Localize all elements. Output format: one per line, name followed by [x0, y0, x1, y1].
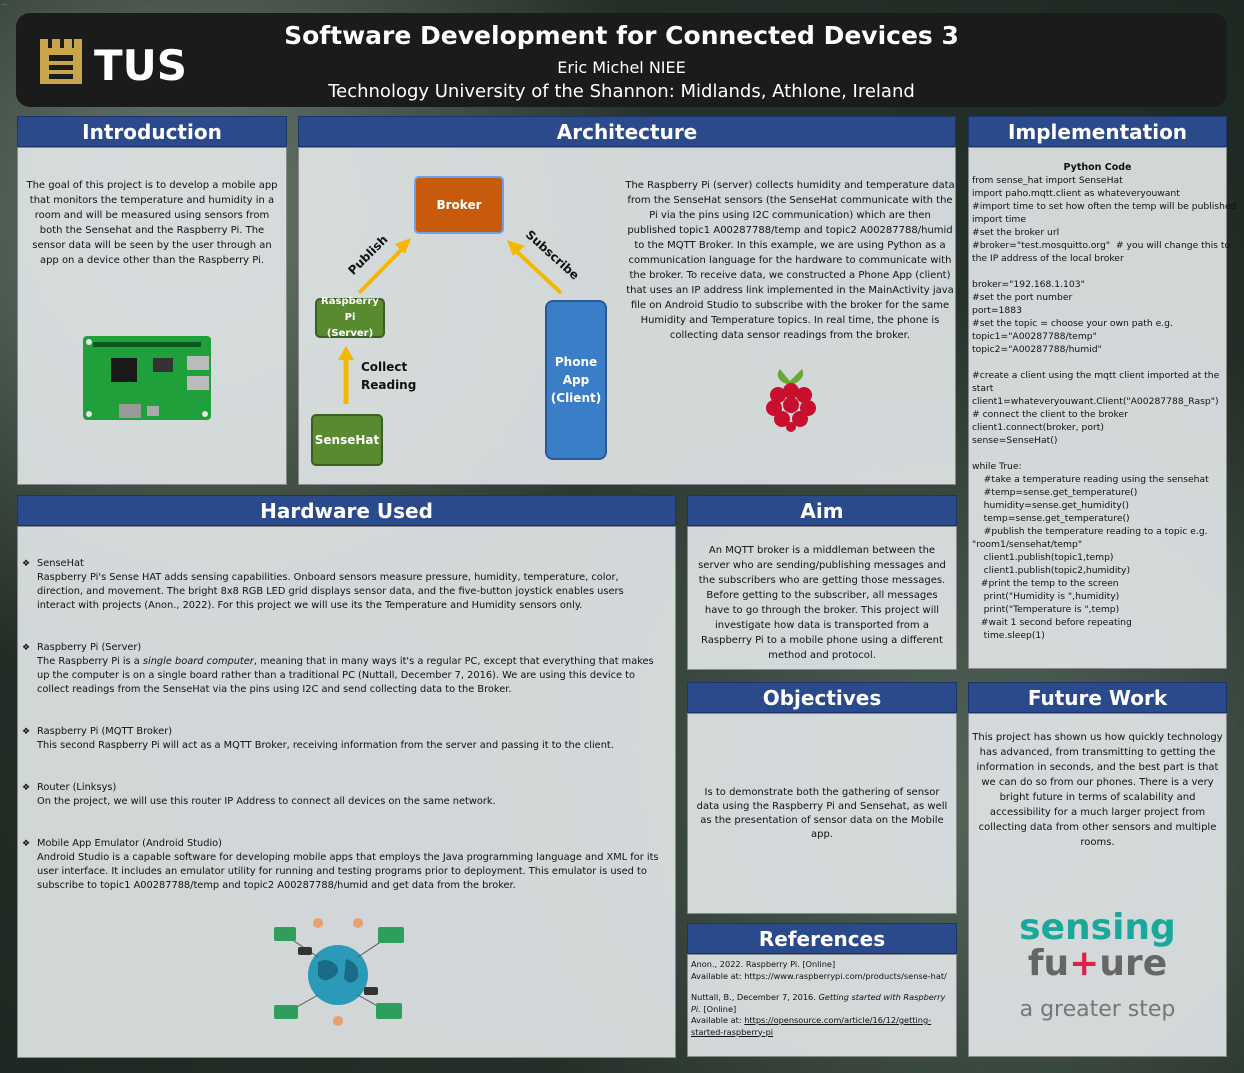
hardware-item-name: Mobile App Emulator (Android Studio) — [37, 838, 222, 849]
future-plus: + — [1069, 943, 1100, 984]
poster-title: Software Development for Connected Devic… — [284, 21, 959, 50]
rpi-server-label-1: Raspberry Pi — [321, 296, 379, 323]
architecture-body: Broker Raspberry Pi (Server) SenseHat Ph… — [298, 147, 956, 485]
phone-label-2: App — [562, 373, 590, 387]
raspberry-pi-logo-icon — [766, 369, 816, 432]
future-work-body: This project has shown us how quickly te… — [968, 713, 1227, 1057]
hardware-item-name: Raspberry Pi (MQTT Broker) — [37, 726, 173, 737]
introduction-heading: Introduction — [17, 116, 287, 147]
reference-2: Nuttall, B., December 7, 2016. Getting s… — [691, 992, 952, 1038]
hardware-item-desc: On the project, we will use this router … — [37, 796, 496, 807]
publish-arrow — [357, 238, 411, 295]
rpi-server-box: Raspberry Pi (Server) — [315, 296, 385, 339]
hardware-item-desc: The Raspberry Pi is a single board compu… — [37, 655, 661, 697]
future-work-panel: Future Work This project has shown us ho… — [968, 682, 1227, 1057]
subscribe-arrow — [507, 240, 563, 295]
sensing-logo-line2: fu+ure — [969, 946, 1226, 982]
hardware-panel: Hardware Used SenseHat Raspberry Pi's Se… — [17, 495, 676, 1058]
references-heading: References — [687, 923, 957, 954]
objectives-heading: Objectives — [687, 682, 957, 713]
tus-logo: TUS — [40, 39, 187, 87]
reference-2-author: Nuttall, B., December 7, 2016. — [691, 992, 819, 1002]
implementation-body: Python Code from sense_hat import SenseH… — [968, 147, 1236, 669]
architecture-panel: Architecture Broker Raspberry Pi (Server… — [298, 116, 956, 485]
future-work-text: This project has shown us how quickly te… — [972, 732, 1223, 848]
reference-2-available-label: Available at: — [691, 1015, 745, 1025]
rpi-server-label-2: (Server) — [326, 328, 374, 339]
references-body: Anon., 2022. Raspberry Pi. [Online] Avai… — [687, 954, 957, 1057]
aim-panel: Aim An MQTT broker is a middleman betwee… — [687, 495, 957, 670]
reference-2-title: Getting started with Raspberry Pi. — [691, 992, 946, 1014]
references-list: Anon., 2022. Raspberry Pi. [Online] Avai… — [691, 959, 952, 1048]
reference-1: Anon., 2022. Raspberry Pi. [Online] Avai… — [691, 959, 952, 982]
future-work-heading: Future Work — [968, 682, 1227, 713]
hardware-item-name: Raspberry Pi (Server) — [37, 642, 142, 653]
poster-header: TUS Software Development for Connected D… — [16, 13, 1227, 107]
sensehat-box: SenseHat — [311, 414, 383, 466]
reference-2-link[interactable]: https://opensource.com/article/16/12/get… — [691, 1015, 932, 1037]
phone-label-3: (Client) — [550, 391, 602, 405]
aim-text: An MQTT broker is a middleman between th… — [698, 545, 946, 661]
collect-arrow — [338, 346, 354, 404]
hardware-desc-emphasis: single board computer — [142, 656, 254, 667]
hardware-item-rpi-server: Raspberry Pi (Server) The Raspberry Pi i… — [22, 641, 661, 697]
hardware-desc-part: , meaning that in many ways it's a regul… — [37, 656, 654, 695]
hardware-desc-part: The Raspberry Pi is a — [37, 656, 143, 667]
implementation-panel: Implementation Python Code from sense_ha… — [968, 116, 1236, 669]
references-panel: References Anon., 2022. Raspberry Pi. [O… — [687, 923, 957, 1057]
sensing-future-logo: sensing fu+ure a greater step — [969, 910, 1226, 1028]
collect-label-2: Reading — [361, 378, 417, 392]
poster-institution: Technology University of the Shannon: Mi… — [328, 81, 915, 102]
hardware-item-name: Router (Linksys) — [37, 782, 117, 793]
reference-2-online: [Online] — [700, 1003, 737, 1014]
tus-logo-text: TUS — [94, 41, 187, 87]
broker-box: Broker — [414, 176, 504, 234]
hardware-item-rpi-broker: Raspberry Pi (MQTT Broker) This second R… — [22, 725, 661, 753]
implementation-heading: Implementation — [968, 116, 1227, 147]
phone-label-1: Phone — [554, 355, 598, 369]
introduction-body: The goal of this project is to develop a… — [17, 147, 287, 485]
reference-1-citation: Anon., 2022. Raspberry Pi. [Online] — [691, 959, 836, 969]
hardware-body: SenseHat Raspberry Pi's Sense HAT adds s… — [17, 526, 676, 1058]
objectives-body: Is to demonstrate both the gathering of … — [687, 713, 957, 914]
architecture-heading: Architecture — [298, 116, 956, 147]
aim-body: An MQTT broker is a middleman between th… — [687, 526, 957, 670]
python-code: from sense_hat import SenseHat import pa… — [972, 175, 1237, 641]
sensing-logo-line1: sensing — [1019, 907, 1176, 948]
architecture-text: The Raspberry Pi (server) collects humid… — [625, 180, 955, 341]
collect-label-1: Collect — [361, 360, 408, 374]
architecture-arrows — [338, 238, 563, 404]
header-tiny-text: .... — [2, 1, 8, 6]
introduction-panel: Introduction The goal of this project is… — [17, 116, 287, 485]
hardware-item-router: Router (Linksys) On the project, we will… — [22, 781, 661, 809]
sensing-tagline: a greater step — [1019, 997, 1176, 1022]
broker-label: Broker — [436, 198, 482, 212]
hardware-item-sensehat: SenseHat Raspberry Pi's Sense HAT adds s… — [22, 557, 661, 613]
sensehat-label: SenseHat — [314, 433, 380, 447]
phone-app-box: Phone App (Client) — [545, 300, 607, 460]
code-title: Python Code — [1063, 162, 1132, 173]
hardware-heading: Hardware Used — [17, 495, 676, 526]
reference-1-available: Available at: https://www.raspberrypi.co… — [691, 970, 947, 981]
castle-icon — [40, 39, 82, 84]
raspberry-pi-board-image — [83, 336, 211, 420]
objectives-panel: Objectives Is to demonstrate both the ga… — [687, 682, 957, 914]
hardware-item-android-studio: Mobile App Emulator (Android Studio) And… — [22, 837, 661, 893]
hardware-item-desc: This second Raspberry Pi will act as a M… — [37, 740, 614, 751]
hardware-item-desc: Android Studio is a capable software for… — [37, 852, 659, 891]
hardware-item-name: SenseHat — [37, 558, 84, 569]
future-part-1: fu — [1027, 943, 1070, 984]
aim-heading: Aim — [687, 495, 957, 526]
objectives-text: Is to demonstrate both the gathering of … — [696, 787, 948, 840]
poster-author: Eric Michel NIEE — [557, 58, 686, 77]
future-part-2: ure — [1099, 943, 1168, 984]
collect-label: Collect Reading — [361, 358, 416, 394]
hardware-item-desc: Raspberry Pi's Sense HAT adds sensing ca… — [37, 572, 624, 611]
hardware-list: SenseHat Raspberry Pi's Sense HAT adds s… — [22, 557, 661, 921]
network-people-illustration — [274, 918, 404, 1026]
introduction-text: The goal of this project is to develop a… — [26, 180, 278, 266]
